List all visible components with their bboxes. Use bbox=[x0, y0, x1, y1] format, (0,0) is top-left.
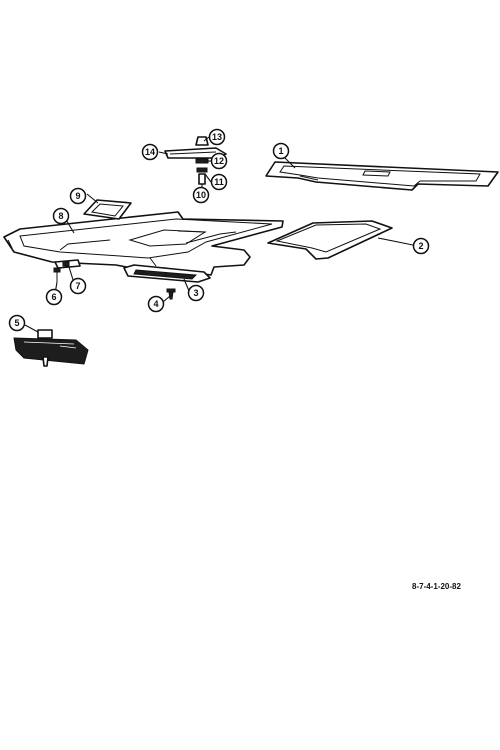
callout-3: 3 bbox=[187, 284, 205, 302]
rear-view-mirror-part bbox=[13, 329, 89, 367]
callout-9-label: 9 bbox=[75, 191, 80, 201]
tray-panel-part bbox=[267, 220, 393, 260]
screw-4-part bbox=[166, 288, 176, 300]
callout-11: 11 bbox=[210, 173, 228, 191]
headliner-panel-part bbox=[3, 211, 284, 276]
callout-10: 10 bbox=[192, 186, 210, 204]
callout-2-label: 2 bbox=[418, 241, 423, 251]
callout-9: 9 bbox=[69, 187, 87, 205]
callout-7: 7 bbox=[69, 277, 87, 295]
callout-12-label: 12 bbox=[214, 156, 224, 166]
callout-4: 4 bbox=[147, 295, 165, 313]
callout-13: 13 bbox=[208, 128, 226, 146]
callout-7-label: 7 bbox=[75, 281, 80, 291]
callout-6: 6 bbox=[45, 288, 63, 306]
callout-1: 1 bbox=[272, 142, 290, 160]
bracket-part bbox=[54, 259, 81, 269]
callout-10-label: 10 bbox=[196, 190, 206, 200]
leader-lines bbox=[24, 136, 414, 333]
callout-13-label: 13 bbox=[212, 132, 222, 142]
callout-14-label: 14 bbox=[145, 147, 155, 157]
figure-code: 8-7-4-1-20-82 bbox=[412, 582, 461, 591]
callout-11-label: 11 bbox=[214, 177, 224, 187]
lamp-housing-part bbox=[123, 264, 211, 283]
frame-plate-part bbox=[83, 199, 132, 220]
callout-2: 2 bbox=[412, 237, 430, 255]
callout-6-label: 6 bbox=[51, 292, 56, 302]
callout-8: 8 bbox=[52, 207, 70, 225]
callout-3-label: 3 bbox=[193, 288, 198, 298]
fastener-stack-part bbox=[195, 136, 209, 185]
callout-14: 14 bbox=[141, 143, 159, 161]
callout-8-label: 8 bbox=[58, 211, 63, 221]
callout-5: 5 bbox=[8, 314, 26, 332]
long-roof-panel-part bbox=[265, 161, 499, 191]
screw-6-part bbox=[53, 267, 61, 282]
callout-5-label: 5 bbox=[14, 318, 19, 328]
callout-12: 12 bbox=[210, 152, 228, 170]
callout-4-label: 4 bbox=[153, 299, 158, 309]
callout-1-label: 1 bbox=[278, 146, 283, 156]
